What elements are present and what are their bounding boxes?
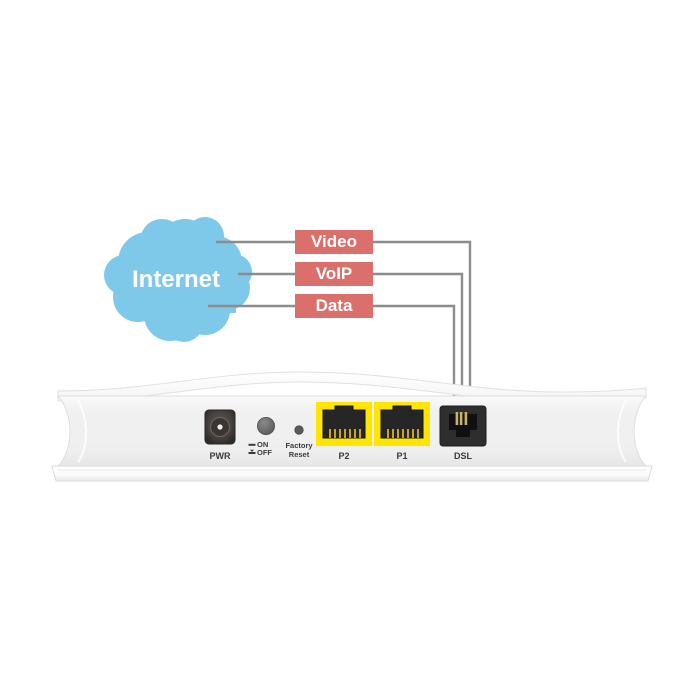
service-label-video[interactable]: Video xyxy=(295,230,373,254)
router-body-highlight xyxy=(77,399,88,463)
router-base-strip xyxy=(51,465,653,482)
port-pwr[interactable]: PWR xyxy=(204,409,236,461)
port-label-dsl: DSL xyxy=(454,451,473,461)
reset-pinhole-icon xyxy=(294,425,304,435)
switch-off-glyph-icon xyxy=(248,452,256,454)
power-switch-label-off: OFF xyxy=(257,448,272,457)
service-label-voip-text: VoIP xyxy=(316,264,353,283)
dsl-cable-plugs xyxy=(455,412,468,425)
switch-on-glyph-icon xyxy=(248,443,256,446)
cloud-icon xyxy=(104,217,252,342)
service-label-data-text: Data xyxy=(316,296,353,315)
port-dsl[interactable]: DSL xyxy=(439,405,487,461)
router-top-shell xyxy=(57,371,647,403)
port-label-p2: P2 xyxy=(338,451,349,461)
p2-contact-pins xyxy=(329,429,361,438)
router-body-highlight-right xyxy=(616,399,627,463)
port-p1[interactable]: P1 xyxy=(374,402,430,461)
switch-off-arrow-icon xyxy=(250,449,254,452)
port-factory-reset[interactable]: Factory Reset xyxy=(285,425,313,459)
service-label-voip[interactable]: VoIP xyxy=(295,262,373,286)
port-label-pwr: PWR xyxy=(210,451,231,461)
p1-contact-pins xyxy=(387,429,419,438)
dsl-modem-router: PWR ON OFF Factory Reset xyxy=(51,371,653,482)
port-power-switch[interactable]: ON OFF xyxy=(248,416,275,457)
service-label-data[interactable]: Data xyxy=(295,294,373,318)
port-p2[interactable]: P2 xyxy=(316,402,372,461)
reset-label-line2: Reset xyxy=(289,450,310,459)
power-switch-label-on: ON xyxy=(257,440,268,449)
power-jack-pin xyxy=(217,424,223,430)
power-switch-icon xyxy=(256,416,275,435)
port-label-p1: P1 xyxy=(396,451,407,461)
reset-label-line1: Factory xyxy=(285,441,313,450)
cloud-label: Internet xyxy=(132,266,220,293)
service-label-video-text: Video xyxy=(311,232,357,251)
internet-cloud: Internet xyxy=(104,217,252,342)
cloud-link-lines xyxy=(208,240,296,308)
